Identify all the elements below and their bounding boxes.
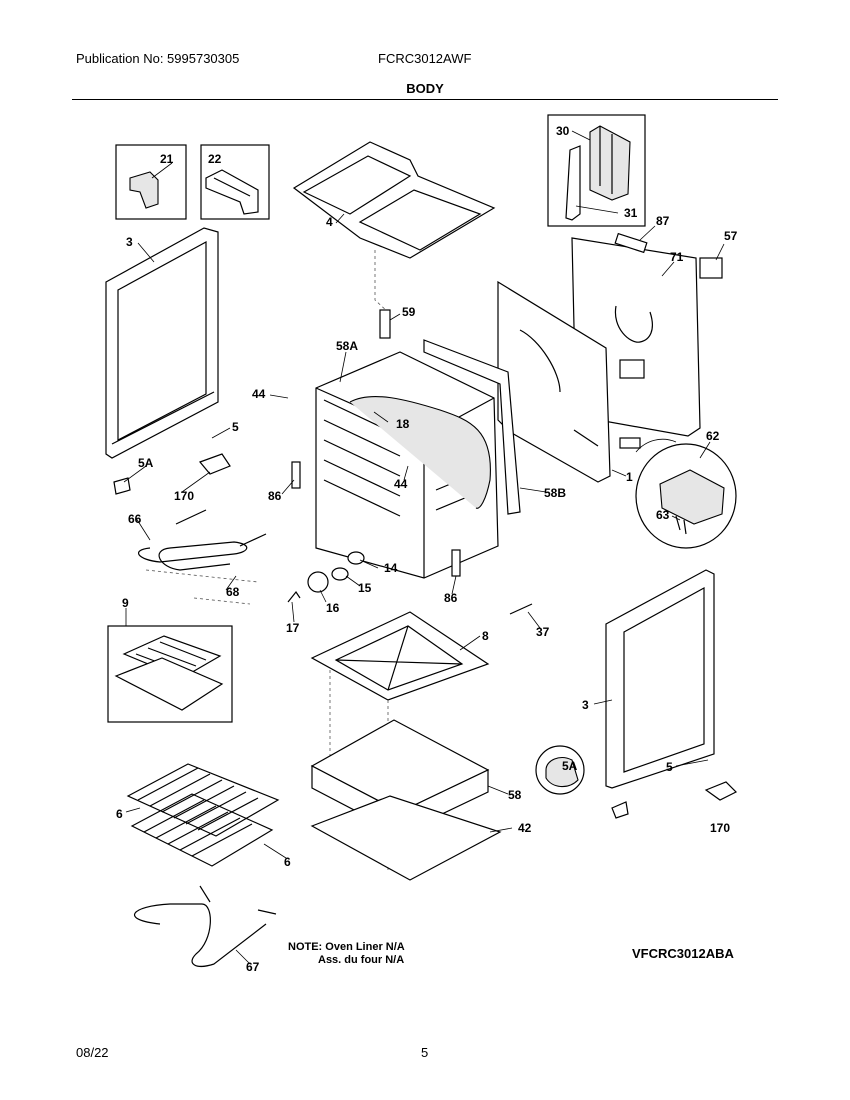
callout-6-upper: 6	[116, 807, 123, 821]
callout-18: 18	[396, 417, 410, 431]
hinge-receptacle-right	[451, 549, 461, 577]
section-title: BODY	[406, 81, 444, 96]
callout-14: 14	[384, 561, 398, 575]
callout-1: 1	[626, 470, 633, 484]
callout-71: 71	[670, 250, 684, 264]
lamp-socket	[347, 551, 365, 565]
leveling-leg-inset	[545, 757, 579, 788]
leveler-right	[611, 801, 629, 819]
oven-racks	[126, 763, 280, 867]
callout-37: 37	[536, 625, 550, 639]
callout-42: 42	[518, 821, 532, 835]
lamp-clip	[287, 590, 301, 603]
callout-68: 68	[226, 585, 240, 599]
drawing-code: VFCRC3012ABA	[632, 946, 734, 961]
callout-21: 21	[160, 152, 174, 166]
inset-part-21	[115, 144, 187, 220]
top-panel	[292, 141, 496, 259]
bottom-pan	[310, 795, 502, 881]
bracket-170-right	[704, 781, 738, 801]
callout-6-lower: 6	[284, 855, 291, 869]
callout-9: 9	[122, 596, 129, 610]
callout-62: 62	[706, 429, 720, 443]
side-panel-left	[105, 227, 219, 459]
callout-58: 58	[508, 788, 522, 802]
callout-15: 15	[358, 581, 372, 595]
inset-part-22	[200, 144, 270, 220]
model-number: FCRC3012AWF	[378, 51, 472, 66]
insulation-58B	[423, 339, 521, 515]
callout-67: 67	[246, 960, 260, 974]
inset-part-30-31	[547, 114, 646, 227]
header-rule	[72, 99, 778, 100]
part-87	[614, 232, 648, 254]
part-37	[509, 603, 533, 615]
callout-4: 4	[326, 215, 333, 229]
callout-labels: 21 22 30 31 3 4 87 57 71 59 58A 44 18 5 …	[116, 124, 738, 974]
callout-44-left: 44	[252, 387, 266, 401]
callout-44-right: 44	[394, 477, 408, 491]
callout-5-left: 5	[232, 420, 239, 434]
callout-5A-right: 5A	[562, 759, 578, 773]
hinge-receptacle-left	[291, 461, 301, 489]
page-number: 5	[421, 1045, 429, 1060]
lamp-cover	[307, 571, 329, 593]
terminal-62	[619, 437, 641, 449]
broil-element	[137, 541, 248, 571]
callout-57: 57	[724, 229, 738, 243]
note-oven-liner-fr: Ass. du four N/A	[318, 954, 404, 966]
callout-86-right: 86	[444, 591, 458, 605]
callout-63: 63	[656, 508, 670, 522]
callout-58B: 58B	[544, 486, 566, 500]
callout-16: 16	[326, 601, 340, 615]
callout-58A: 58A	[336, 339, 358, 353]
leveler-left	[113, 477, 131, 495]
callout-86-left: 86	[268, 489, 282, 503]
rear-panel-inner	[497, 280, 611, 483]
callout-8: 8	[482, 629, 489, 643]
callout-66: 66	[128, 512, 142, 526]
callout-5-right: 5	[666, 760, 673, 774]
callout-3-right: 3	[582, 698, 589, 712]
leader-lines	[123, 130, 725, 965]
vent-grille-57	[699, 257, 723, 279]
callout-5A-left: 5A	[138, 456, 154, 470]
callout-17: 17	[286, 621, 300, 635]
terminal-block-inset	[635, 443, 737, 549]
bracket-170-left	[198, 453, 231, 475]
callout-3-left: 3	[126, 235, 133, 249]
side-panel-right	[605, 569, 715, 789]
callout-87: 87	[656, 214, 670, 228]
insulation-58A	[349, 395, 491, 509]
callout-170-right: 170	[710, 821, 730, 835]
callout-31: 31	[624, 206, 638, 220]
lamp-bulb	[331, 567, 349, 581]
publication-number: Publication No: 5995730305	[76, 51, 240, 66]
part-59	[379, 309, 391, 339]
broiler-pan-inset	[107, 625, 233, 723]
note-oven-liner-en: NOTE: Oven Liner N/A	[288, 941, 405, 953]
callout-59: 59	[402, 305, 416, 319]
callout-30: 30	[556, 124, 570, 138]
callout-170-left: 170	[174, 489, 194, 503]
callout-22: 22	[208, 152, 222, 166]
footer-date: 08/22	[76, 1045, 109, 1060]
bake-element	[134, 903, 267, 967]
oven-bottom-panel	[310, 611, 490, 701]
